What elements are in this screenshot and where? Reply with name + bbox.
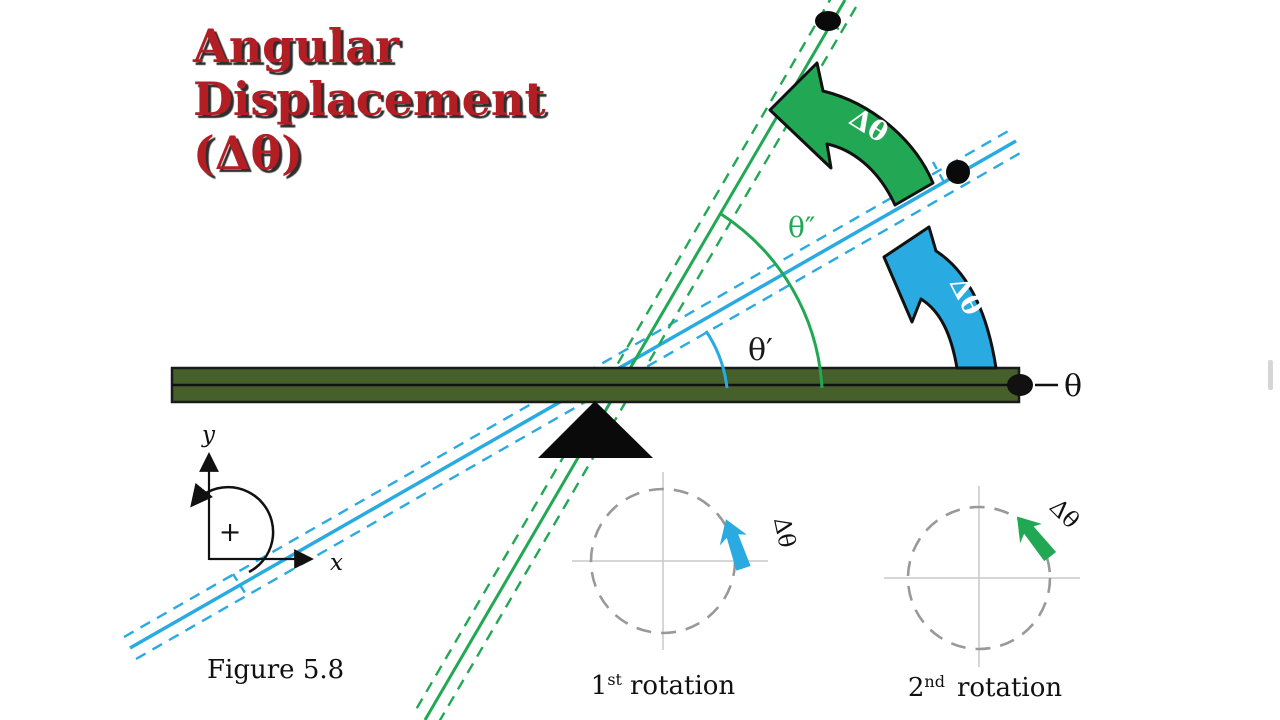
- first-rotation-caption: 1st rotation: [591, 670, 736, 701]
- title-line-2: Displacement: [193, 72, 546, 127]
- axis-y-label: y: [201, 422, 216, 448]
- green-arrow-shape: [768, 61, 935, 207]
- second-circle-delta-label: Δθ: [1044, 494, 1084, 534]
- endpoint-dot-bar: [1007, 374, 1033, 396]
- blue-rod-dashed-cap-right: [931, 161, 947, 185]
- endpoint-dot-blue: [946, 160, 970, 184]
- second-rotation-ordinal: 2: [908, 673, 925, 703]
- second-rotation-caption: 2nd rotation: [908, 672, 1063, 703]
- second-rotation-circle: Δθ 2nd rotation: [884, 486, 1084, 703]
- fulcrum-triangle: [538, 401, 653, 458]
- blue-rod-dashed-cap-left: [231, 573, 249, 597]
- theta-double-prime-label: θ″: [788, 211, 815, 244]
- green-rod-line: [423, 0, 847, 720]
- first-circle-delta-label: Δθ: [768, 515, 800, 550]
- endpoint-dot-green: [815, 11, 841, 31]
- second-rotation-word: rotation: [957, 673, 1062, 703]
- first-rotation-circle: Δθ 1st rotation: [572, 472, 800, 701]
- theta-label: θ: [1064, 369, 1082, 404]
- first-rotation-ordinal: 1: [591, 671, 608, 701]
- theta-prime-label: θ′: [748, 333, 773, 368]
- figure-caption: Figure 5.8: [207, 655, 345, 685]
- title-line-1: Angular: [193, 19, 400, 73]
- second-circle-dashed: [906, 505, 1052, 651]
- plus-sign: +: [219, 517, 242, 548]
- angle-arc-blue: [704, 330, 729, 389]
- positive-rotation-arrow: [190, 482, 275, 574]
- second-circle-arrow: [1016, 516, 1057, 562]
- reference-rod: θ: [170, 366, 1082, 404]
- axis-x-label: x: [330, 550, 343, 576]
- edge-scroll-artifact: [1268, 360, 1273, 390]
- page-title: Angular Displacement (Δθ): [193, 19, 546, 180]
- first-rotation-word: rotation: [630, 671, 735, 701]
- green-rod-dashed-left: [412, 0, 832, 714]
- angle-arc-green: [720, 212, 824, 389]
- blue-rotation-arrow: Δθ: [882, 225, 998, 370]
- coordinate-axes: y x +: [190, 422, 343, 576]
- blue-rod-dashed-lower: [135, 150, 1023, 661]
- first-rotation-suffix: st: [607, 670, 622, 689]
- green-rotation-arrow: Δθ: [768, 61, 935, 207]
- blue-arrow-shape: [882, 225, 998, 370]
- first-circle-arrow: [719, 519, 751, 571]
- title-line-3: (Δθ): [193, 125, 303, 180]
- second-rotation-suffix: nd: [924, 672, 945, 691]
